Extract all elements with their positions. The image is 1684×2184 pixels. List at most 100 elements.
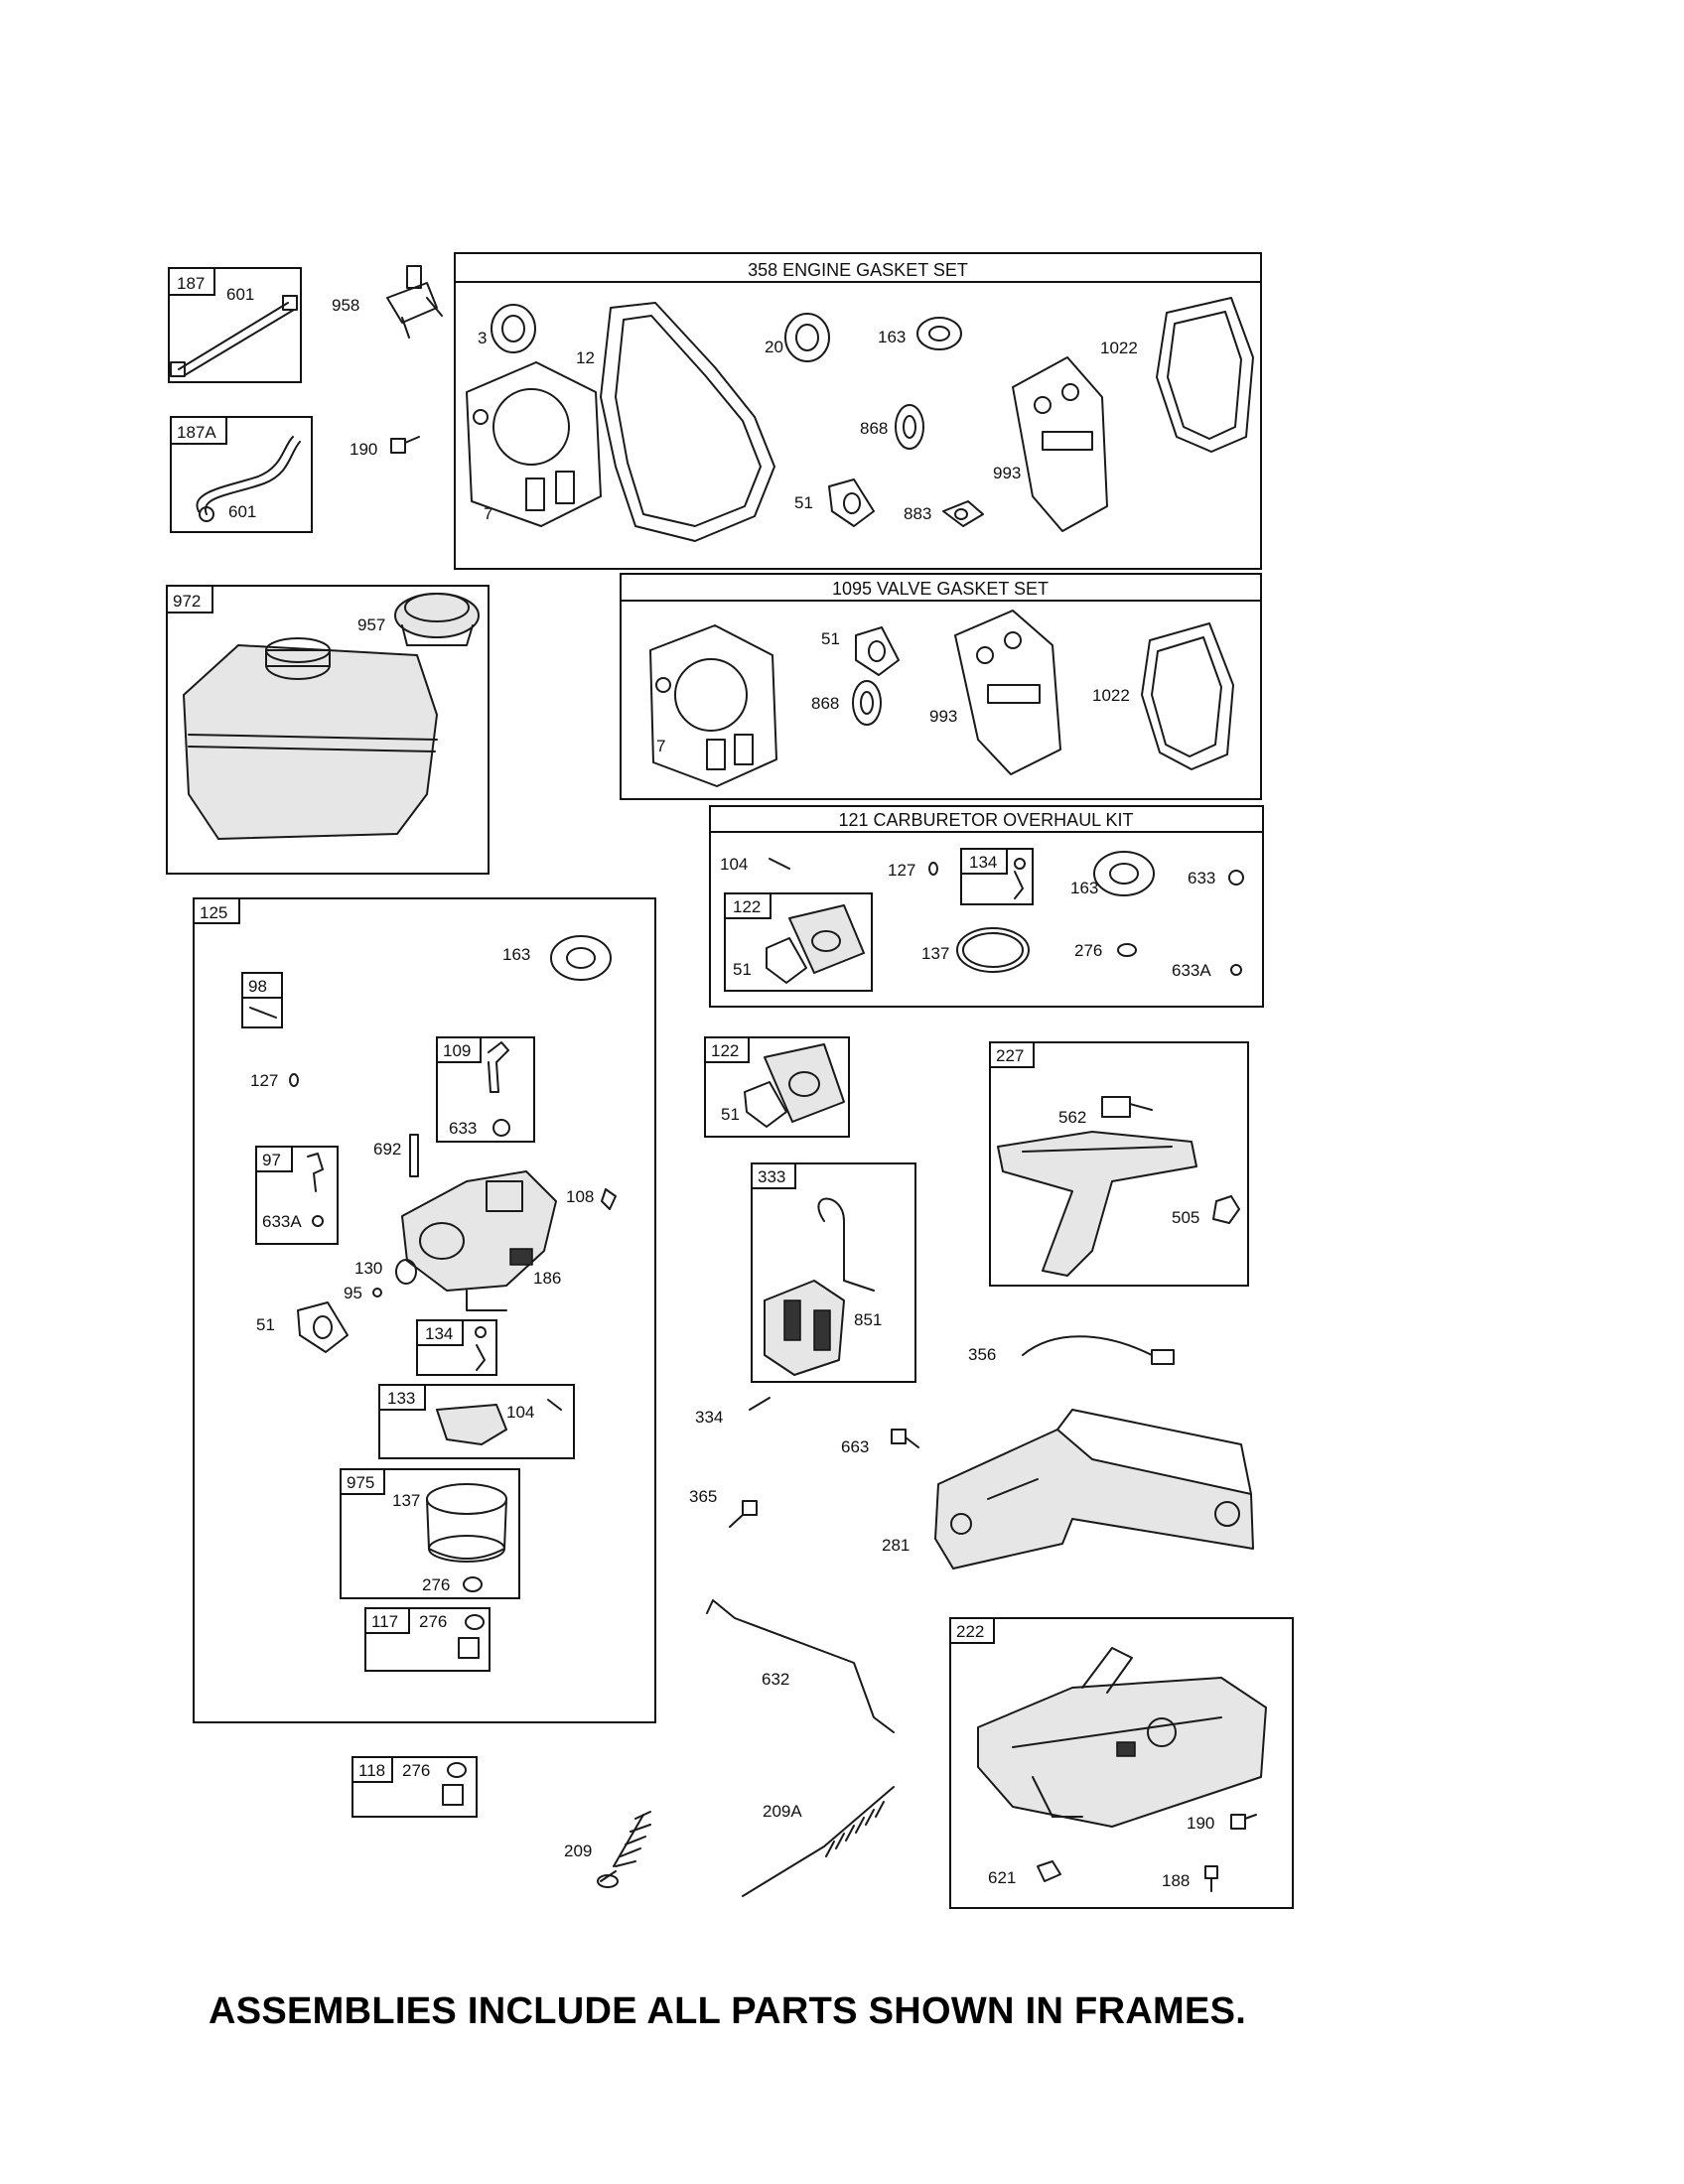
- part-label-334: 334: [695, 1408, 723, 1427]
- rocker-cover-gasket: [1156, 297, 1254, 453]
- fuel-line-bent-part: [196, 436, 301, 522]
- part-label-958: 958: [332, 296, 359, 315]
- throttle-bracket-part: [997, 1131, 1197, 1277]
- carburetor-body-part: [401, 1170, 557, 1311]
- frame-125: 125 163 98 127 109 633 692 97 633A 108: [193, 897, 656, 1723]
- part-label-7: 7: [484, 504, 492, 523]
- part-label-633A: 633A: [1172, 961, 1211, 980]
- part-label-562: 562: [1058, 1108, 1086, 1127]
- frame-tag-118: 118: [358, 1761, 385, 1780]
- cylinder-head-gasket: [466, 361, 602, 527]
- screw-334: 334: [695, 1397, 771, 1427]
- part-label-281: 281: [882, 1536, 910, 1555]
- part-label-633A: 633A: [262, 1212, 302, 1231]
- part-label-51: 51: [821, 629, 840, 648]
- frame-187A: 187A 601: [170, 416, 313, 533]
- frame-tag-97: 97: [262, 1151, 281, 1169]
- frame-333: 333 851: [751, 1162, 916, 1383]
- part-label-127: 127: [250, 1071, 278, 1090]
- crankcase-gasket: [600, 302, 775, 542]
- frame-tag-227: 227: [996, 1046, 1024, 1065]
- fuel-line-part: [170, 295, 298, 377]
- part-label-632: 632: [762, 1670, 789, 1689]
- frame-tag-98: 98: [248, 977, 267, 996]
- valve-cover-gasket: [1012, 356, 1108, 532]
- spring-209A: 209A: [742, 1786, 895, 1897]
- frame-carburetor-overhaul-kit: 121 CARBURETOR OVERHAUL KIT 104 127 134 …: [709, 805, 1264, 1008]
- part-label-276: 276: [402, 1761, 430, 1780]
- part-label-104: 104: [720, 855, 748, 874]
- part-label-601: 601: [226, 285, 254, 304]
- footer-note: ASSEMBLIES INCLUDE ALL PARTS SHOWN IN FR…: [209, 1990, 1247, 2032]
- frame-engine-gasket-set: 358 ENGINE GASKET SET 3 12 20 163 1022 7…: [454, 252, 1262, 570]
- part-label-163: 163: [502, 945, 530, 964]
- frame-tag-125: 125: [200, 903, 227, 922]
- frame-tag-133: 133: [387, 1389, 415, 1408]
- part-label-95: 95: [344, 1284, 362, 1302]
- wire-356: 356: [968, 1335, 1175, 1365]
- part-label-1022: 1022: [1092, 686, 1130, 705]
- frame-227: 227 562 505: [989, 1041, 1249, 1287]
- control-bracket-part: [977, 1647, 1267, 1828]
- part-label-993: 993: [993, 464, 1021, 482]
- part-label-851: 851: [854, 1310, 882, 1329]
- part-label-692: 692: [373, 1140, 401, 1159]
- frame-tag-134: 134: [425, 1324, 453, 1343]
- control-plate-281: 281: [882, 1409, 1254, 1570]
- part-label-621: 621: [988, 1868, 1016, 1887]
- part-label-104: 104: [506, 1403, 534, 1422]
- part-label-51: 51: [256, 1315, 275, 1334]
- fuel-cap-part: [394, 593, 480, 646]
- part-label-51: 51: [794, 493, 813, 512]
- part-label-3: 3: [478, 329, 487, 347]
- frame-tag-122: 122: [733, 897, 761, 916]
- part-label-276: 276: [1074, 941, 1102, 960]
- part-label-51: 51: [721, 1105, 740, 1124]
- part-label-276: 276: [419, 1612, 447, 1631]
- part-label-633: 633: [1188, 869, 1215, 887]
- ignition-armature-part: [764, 1197, 875, 1376]
- part-label-108: 108: [566, 1187, 594, 1206]
- part-label-20: 20: [765, 338, 783, 356]
- part-label-209: 209: [564, 1842, 592, 1860]
- frame-tag-122: 122: [711, 1041, 739, 1060]
- fuel-valve-958: 958: [332, 265, 443, 339]
- part-label-7: 7: [656, 737, 665, 755]
- part-label-137: 137: [921, 944, 949, 963]
- spring-209: 209: [564, 1811, 651, 1888]
- part-label-633: 633: [449, 1119, 477, 1138]
- part-label-190: 190: [1187, 1814, 1214, 1833]
- part-label-356: 356: [968, 1345, 996, 1364]
- part-label-209A: 209A: [763, 1802, 802, 1821]
- frame-tag-975: 975: [347, 1473, 374, 1492]
- part-label-130: 130: [354, 1259, 382, 1278]
- frame-tag-117: 117: [371, 1612, 398, 1631]
- frame-118: 118 276: [351, 1756, 478, 1818]
- part-label-163: 163: [1070, 879, 1098, 897]
- part-label-868: 868: [860, 419, 888, 438]
- carburetor-overhaul-kit-title: 121 CARBURETOR OVERHAUL KIT: [838, 810, 1133, 830]
- frame-valve-gasket-set: 1095 VALVE GASKET SET 51 868 993 1022 7: [620, 573, 1262, 800]
- frame-tag-187: 187: [177, 274, 205, 293]
- frame-tag-222: 222: [956, 1622, 984, 1641]
- part-label-186: 186: [533, 1269, 561, 1288]
- screw-663: 663: [841, 1429, 919, 1456]
- frame-187: 187 601: [168, 267, 302, 383]
- part-label-276: 276: [422, 1575, 450, 1594]
- frame-tag-109: 109: [443, 1041, 471, 1060]
- frame-222: 222 190 621 188: [949, 1617, 1294, 1909]
- part-label-1022: 1022: [1100, 339, 1138, 357]
- part-label-127: 127: [888, 861, 915, 880]
- part-label-137: 137: [392, 1491, 420, 1510]
- engine-gasket-set-title: 358 ENGINE GASKET SET: [748, 260, 968, 280]
- frame-tag-187A: 187A: [177, 423, 216, 442]
- part-label-163: 163: [878, 328, 906, 346]
- part-label-365: 365: [689, 1487, 717, 1506]
- governor-link-632: 632: [706, 1599, 895, 1733]
- frame-tag-333: 333: [758, 1167, 785, 1186]
- part-label-601: 601: [228, 502, 256, 521]
- screw-365: 365: [689, 1487, 758, 1528]
- part-label-188: 188: [1162, 1871, 1190, 1890]
- fuel-tank-part: [183, 637, 438, 840]
